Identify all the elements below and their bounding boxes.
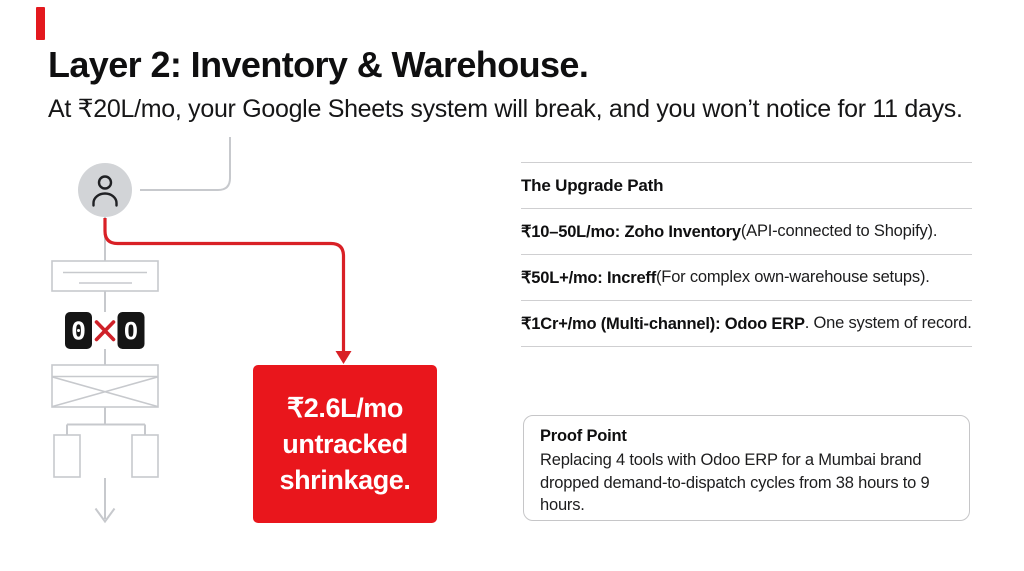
crossed-box-icon (51, 364, 159, 408)
bin-right (131, 434, 159, 478)
proof-point-heading: Proof Point (540, 427, 627, 445)
upgrade-path-heading: The Upgrade Path (521, 162, 972, 208)
avatar (78, 163, 132, 217)
bin-left (53, 434, 81, 478)
proof-point-body: Replacing 4 tools with Odoo ERP for a Mu… (540, 451, 930, 514)
split-connector (66, 407, 146, 435)
upgrade-row-increff: ₹50L+/mo: Increff (For complex own-wareh… (521, 254, 972, 300)
upgrade-row-odoo: ₹1Cr+/mo (Multi-channel): Odoo ERP. One … (521, 300, 972, 347)
accent-bar (36, 7, 45, 40)
proof-point-box: Proof Point Replacing 4 tools with Odoo … (523, 415, 970, 521)
person-icon (92, 175, 118, 207)
upgrade-row-lead: ₹1Cr+/mo (Multi-channel): Odoo ERP (521, 314, 805, 333)
ledger-box (51, 260, 159, 292)
callout-line: shrinkage. (279, 465, 411, 495)
callout-line: untracked (282, 429, 408, 459)
zero-badge-right-value: 0 (124, 318, 138, 346)
upgrade-row-rest: (For complex own-warehouse setups). (656, 268, 930, 286)
page-subtitle: At ₹20L/mo, your Google Sheets system wi… (48, 95, 963, 123)
zero-badge-left (65, 312, 92, 349)
upgrade-row-lead: ₹10–50L/mo: Zoho Inventory (521, 222, 741, 241)
zero-badge-right (117, 312, 145, 349)
zero-badge-left-value: 0 (71, 317, 86, 346)
red-connector (103, 218, 346, 353)
red-arrowhead-icon (335, 351, 352, 364)
multiply-icon (94, 320, 116, 342)
upgrade-row-rest: . One system of record. (804, 314, 972, 332)
upgrade-path-panel: The Upgrade Path ₹10–50L/mo: Zoho Invent… (521, 162, 972, 347)
shrinkage-callout: ₹2.6L/mo untracked shrinkage. (253, 365, 437, 523)
flowchart: 0 0 (51, 137, 352, 524)
upgrade-row-zoho: ₹10–50L/mo: Zoho Inventory (API-connecte… (521, 208, 972, 254)
callout-line: ₹2.6L/mo (286, 393, 403, 423)
page-title: Layer 2: Inventory & Warehouse. (48, 44, 589, 85)
upgrade-row-lead: ₹50L+/mo: Increff (521, 268, 657, 287)
connector-top (140, 137, 231, 191)
upgrade-row-rest: (API-connected to Shopify). (740, 222, 938, 240)
down-arrow-icon (94, 478, 116, 524)
